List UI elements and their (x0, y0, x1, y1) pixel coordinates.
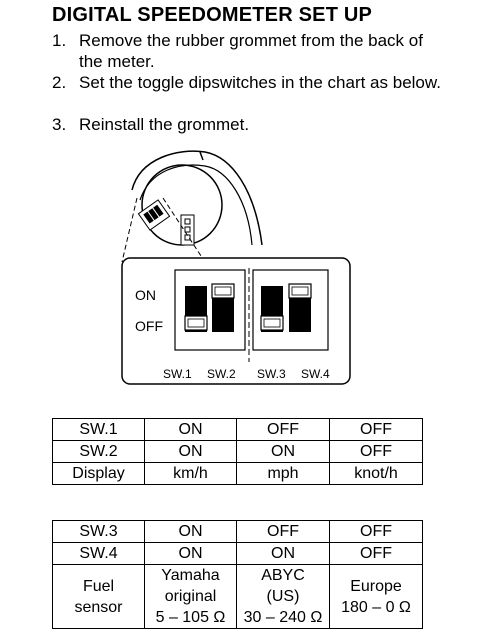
on-label: ON (135, 287, 156, 303)
table-cell: ON (144, 418, 237, 441)
cell-line: original (164, 588, 217, 605)
table-row: Display km/h mph knot/h (52, 462, 423, 485)
cell-line: 5 – 105 Ω (155, 609, 226, 626)
table-cell: ON (236, 440, 330, 463)
step-number: 1. (52, 31, 67, 50)
table-row-fuel-sensor: Fuel sensor Yamaha original 5 – 105 Ω AB… (52, 564, 423, 629)
table-cell: OFF (329, 440, 423, 463)
off-label: OFF (135, 318, 163, 334)
table-cell: OFF (329, 520, 423, 543)
fuel-sensor-table: SW.3 ON OFF OFF SW.4 ON ON OFF Fuel sens… (52, 520, 423, 629)
dipswitch-3 (260, 286, 284, 332)
cell-line: Fuel (82, 577, 115, 595)
table-cell: Yamaha original 5 – 105 Ω (144, 564, 237, 629)
table-cell: SW.1 (52, 418, 145, 441)
switch-label-2: SW.2 (207, 367, 236, 381)
table-cell: ABYC (US) 30 – 240 Ω (236, 564, 330, 629)
dipswitch-4 (288, 283, 312, 332)
cell-line: (US) (266, 588, 300, 605)
callout-lines (121, 197, 206, 263)
meter-back-illustration (131, 150, 263, 246)
step-number: 3. (52, 115, 67, 134)
cell-line: 180 – 0 Ω (341, 598, 411, 616)
table-row: SW.4 ON ON OFF (52, 542, 423, 565)
table-cell: OFF (329, 542, 423, 565)
table-cell: ON (144, 440, 237, 463)
step-text: Set the toggle dipswitches in the chart … (79, 73, 441, 92)
table-cell: mph (236, 462, 330, 485)
cell-line: Yamaha (161, 567, 220, 584)
table-row: SW.3 ON OFF OFF (52, 520, 423, 543)
table-cell: OFF (329, 418, 423, 441)
switch-label-3: SW.3 (257, 367, 286, 381)
page-title: DIGITAL SPEEDOMETER SET UP (52, 4, 373, 26)
table-cell: SW.3 (52, 520, 145, 543)
step-text: Reinstall the grommet. (79, 115, 250, 134)
display-setting-table: SW.1 ON OFF OFF SW.2 ON ON OFF Display k… (52, 418, 423, 485)
switch-label-4: SW.4 (301, 367, 330, 381)
table-cell: ON (144, 542, 237, 565)
table-cell: ON (144, 520, 237, 543)
meter-switch-block (137, 199, 195, 246)
switch-label-1: SW.1 (163, 367, 192, 381)
table-row: SW.2 ON ON OFF (52, 440, 423, 463)
table-cell: ON (236, 542, 330, 565)
step-number: 2. (52, 73, 67, 92)
cell-line: sensor (74, 598, 123, 616)
table-row: SW.1 ON OFF OFF (52, 418, 423, 441)
table-cell: SW.4 (52, 542, 145, 565)
dipswitch-diagram: ON OFF SW.1 SW.2 SW.3 SW.4 (121, 150, 351, 385)
table-cell: OFF (236, 418, 330, 441)
table-cell: Display (52, 462, 145, 485)
table-cell: Europe 180 – 0 Ω (329, 564, 423, 629)
dipswitch-1 (184, 286, 208, 332)
step-text: Remove the rubber grommet from the back … (79, 31, 423, 71)
dipswitch-2 (211, 283, 235, 332)
table-cell: km/h (144, 462, 237, 485)
cell-line: 30 – 240 Ω (243, 609, 323, 626)
table-cell: Fuel sensor (52, 564, 145, 629)
table-cell: SW.2 (52, 440, 145, 463)
cell-line: Europe (350, 577, 402, 595)
table-cell: knot/h (329, 462, 423, 485)
cell-line: ABYC (261, 567, 305, 584)
table-cell: OFF (236, 520, 330, 543)
